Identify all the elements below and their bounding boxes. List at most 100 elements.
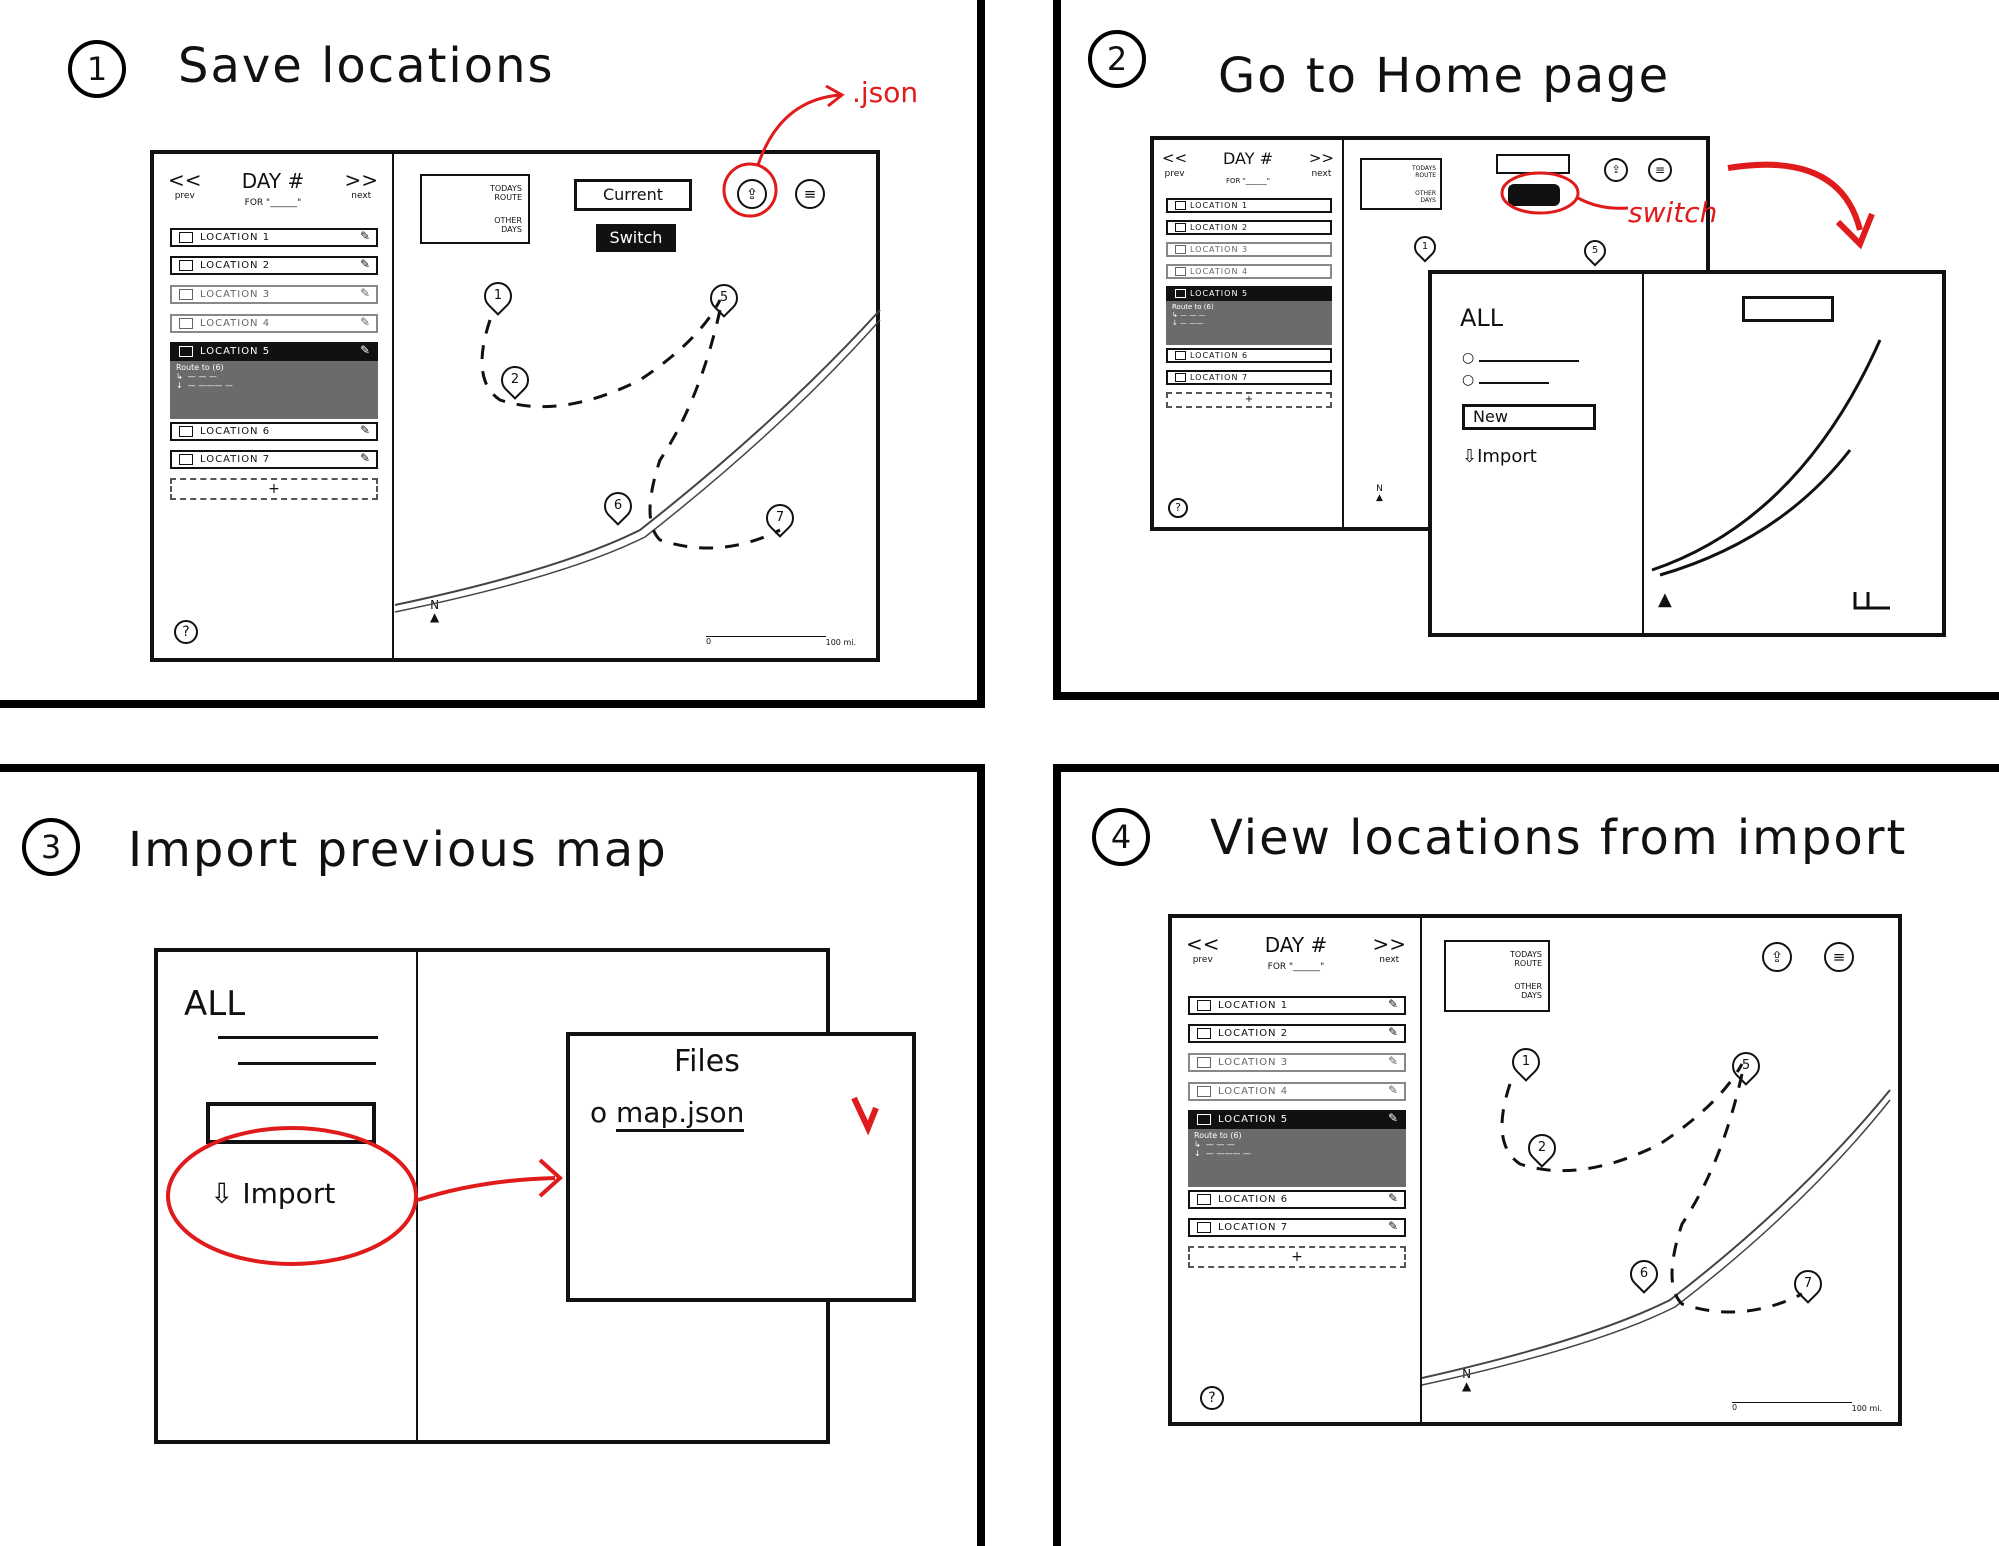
pencil-icon[interactable]: ✎: [1387, 1191, 1399, 1205]
map-pin-6[interactable]: 6: [598, 486, 638, 526]
map-pin-7[interactable]: 7: [1788, 1264, 1828, 1304]
checkbox-icon[interactable]: [1175, 245, 1186, 254]
location-item-6[interactable]: LOCATION 6✎: [170, 422, 378, 441]
pencil-icon[interactable]: ✎: [359, 451, 371, 465]
location-item-3[interactable]: LOCATION 3: [1166, 242, 1332, 257]
checkbox-icon[interactable]: [1175, 201, 1186, 210]
checkbox-icon[interactable]: [1197, 1194, 1211, 1205]
map-pin-7[interactable]: 7: [760, 498, 800, 538]
pencil-icon[interactable]: ✎: [1387, 1111, 1399, 1125]
map-pin-2[interactable]: 2: [1522, 1128, 1562, 1168]
current-button[interactable]: Current: [574, 179, 692, 211]
add-location-button[interactable]: +: [1188, 1246, 1406, 1268]
location-item-7[interactable]: LOCATION 7✎: [170, 450, 378, 469]
add-location-button[interactable]: +: [1166, 392, 1332, 408]
export-icon[interactable]: ⇪: [1762, 942, 1792, 972]
location-item-2[interactable]: LOCATION 2✎: [1188, 1024, 1406, 1043]
pencil-icon[interactable]: ✎: [359, 229, 371, 243]
location-item-3[interactable]: LOCATION 3✎: [170, 285, 378, 304]
prev-day-button[interactable]: <<prev: [1162, 149, 1188, 179]
help-icon[interactable]: ?: [174, 620, 198, 644]
checkbox-icon[interactable]: [1175, 289, 1186, 298]
switch-button[interactable]: Switch: [596, 224, 676, 252]
map-pin-1[interactable]: 1: [478, 276, 518, 316]
location-item-6[interactable]: LOCATION 6✎: [1188, 1190, 1406, 1209]
checkbox-icon[interactable]: [1197, 1028, 1211, 1039]
location-item-3[interactable]: LOCATION 3✎: [1188, 1053, 1406, 1072]
file-item-map-json[interactable]: o map.json: [590, 1096, 745, 1132]
pencil-icon[interactable]: ✎: [359, 315, 371, 329]
checkbox-icon[interactable]: [179, 232, 193, 243]
checkbox-icon[interactable]: [1197, 1086, 1211, 1097]
pencil-icon[interactable]: ✎: [1387, 997, 1399, 1011]
location-item-5-selected[interactable]: LOCATION 5✎: [1188, 1110, 1406, 1129]
location-item-7[interactable]: LOCATION 7: [1166, 370, 1332, 385]
next-day-button[interactable]: >>next: [344, 168, 378, 201]
import-button[interactable]: ⇩Import: [1462, 446, 1537, 467]
help-icon[interactable]: ?: [1200, 1386, 1224, 1410]
location-item-4[interactable]: LOCATION 4✎: [1188, 1082, 1406, 1101]
menu-icon[interactable]: ≡: [1648, 158, 1672, 182]
pencil-icon[interactable]: ✎: [359, 343, 371, 357]
location-item-1[interactable]: LOCATION 1✎: [170, 228, 378, 247]
checkbox-icon[interactable]: [179, 289, 193, 300]
switch-button[interactable]: [1508, 184, 1560, 206]
checkbox-icon[interactable]: [1175, 351, 1186, 360]
menu-icon[interactable]: ≡: [795, 179, 825, 209]
new-map-button[interactable]: New: [1462, 404, 1596, 430]
map-list-item[interactable]: [238, 1062, 376, 1065]
location-item-4[interactable]: LOCATION 4✎: [170, 314, 378, 333]
location-item-5-selected[interactable]: LOCATION 5: [1166, 286, 1332, 301]
current-button[interactable]: [1496, 154, 1570, 174]
next-day-button[interactable]: >>next: [1372, 932, 1406, 965]
map-pin-2[interactable]: 2: [495, 360, 535, 400]
map-list-item[interactable]: ○: [1462, 350, 1579, 366]
new-map-button[interactable]: [206, 1102, 376, 1144]
checkbox-icon[interactable]: [1175, 373, 1186, 382]
map-pin-5[interactable]: 5: [1579, 235, 1611, 267]
location-item-1[interactable]: LOCATION 1✎: [1188, 996, 1406, 1015]
checkbox-icon[interactable]: [1197, 1057, 1211, 1068]
checkbox-icon[interactable]: [179, 454, 193, 465]
checkbox-icon[interactable]: [1175, 223, 1186, 232]
location-item-4[interactable]: LOCATION 4: [1166, 264, 1332, 279]
location-item-2[interactable]: LOCATION 2✎: [170, 256, 378, 275]
checkbox-icon[interactable]: [179, 318, 193, 329]
prev-day-button[interactable]: <<prev: [1186, 932, 1220, 965]
menu-icon[interactable]: ≡: [1824, 942, 1854, 972]
checkbox-icon[interactable]: [179, 346, 193, 357]
map-pin-1[interactable]: 1: [1506, 1042, 1546, 1082]
map-pin-1[interactable]: 1: [1409, 231, 1441, 263]
current-button[interactable]: [1742, 296, 1834, 322]
next-day-button[interactable]: >>next: [1308, 149, 1334, 179]
import-button[interactable]: ⇩ Import: [210, 1177, 336, 1210]
checkbox-icon[interactable]: [1197, 1222, 1211, 1233]
location-item-2[interactable]: LOCATION 2: [1166, 220, 1332, 235]
pencil-icon[interactable]: ✎: [1387, 1025, 1399, 1039]
pencil-icon[interactable]: ✎: [1387, 1054, 1399, 1068]
checkbox-icon[interactable]: [1197, 1000, 1211, 1011]
pencil-icon[interactable]: ✎: [359, 257, 371, 271]
location-item-1[interactable]: LOCATION 1: [1166, 198, 1332, 213]
checkbox-icon[interactable]: [179, 260, 193, 271]
prev-day-button[interactable]: <<prev: [168, 168, 202, 201]
help-icon[interactable]: ?: [1168, 498, 1188, 518]
map-pin-5[interactable]: 5: [704, 278, 744, 318]
location-item-7[interactable]: LOCATION 7✎: [1188, 1218, 1406, 1237]
map-list-item[interactable]: [218, 1036, 378, 1039]
map-pin-6[interactable]: 6: [1624, 1254, 1664, 1294]
pencil-icon[interactable]: ✎: [359, 286, 371, 300]
add-location-button[interactable]: +: [170, 478, 378, 500]
pencil-icon[interactable]: ✎: [359, 423, 371, 437]
pencil-icon[interactable]: ✎: [1387, 1083, 1399, 1097]
location-item-5-selected[interactable]: LOCATION 5✎: [170, 342, 378, 361]
map-list-item[interactable]: ○: [1462, 372, 1549, 388]
checkbox-icon[interactable]: [179, 426, 193, 437]
export-icon[interactable]: ⇪: [1604, 158, 1628, 182]
export-icon[interactable]: ⇪: [737, 179, 767, 209]
map-pin-5[interactable]: 5: [1726, 1046, 1766, 1086]
checkbox-icon[interactable]: [1197, 1114, 1211, 1125]
location-item-6[interactable]: LOCATION 6: [1166, 348, 1332, 363]
checkbox-icon[interactable]: [1175, 267, 1186, 276]
pencil-icon[interactable]: ✎: [1387, 1219, 1399, 1233]
